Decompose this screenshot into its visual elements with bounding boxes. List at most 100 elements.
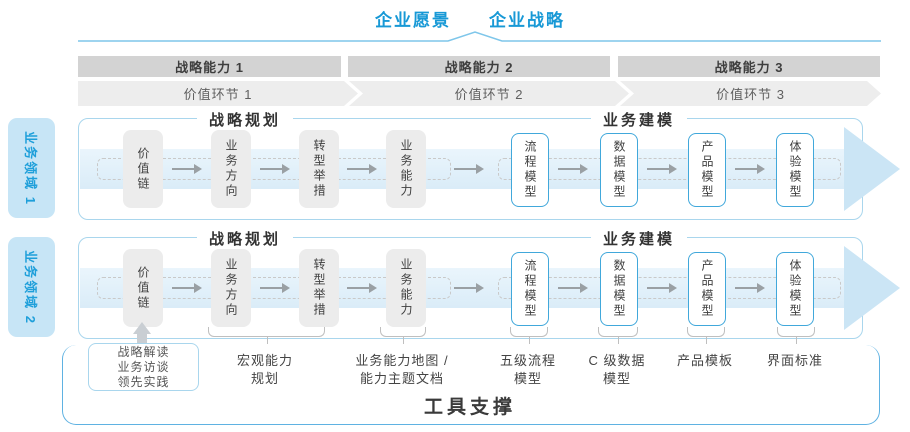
step-box-business-direction: 业务方向: [211, 249, 251, 327]
label-line: 规划: [250, 370, 279, 386]
flow-arrow-icon: [260, 283, 290, 293]
capability-bar-1: 战略能力 1: [78, 56, 341, 77]
bracket-icon: [208, 327, 325, 344]
flow-arrow-icon: [647, 164, 677, 174]
section-title-modeling: 业务建模: [591, 109, 688, 130]
deliverable-label-product-template: 产品模板: [635, 352, 775, 370]
step-box-transformation: 转型举措: [299, 130, 339, 208]
dashed-group-modeling: [498, 277, 841, 299]
dashed-group-planning: [97, 277, 451, 299]
step-label: 业务能力: [399, 258, 413, 318]
bracket-icon: [687, 327, 725, 344]
step-box-value-chain: 价值链: [123, 130, 163, 208]
model-box-data: 数据模型: [600, 252, 638, 326]
flow-arrow-icon: [558, 283, 588, 293]
label-line: 业务能力地图 /: [355, 353, 449, 368]
dashed-group-planning: [97, 158, 451, 180]
model-box-experience: 体验模型: [776, 252, 814, 326]
label-line: 模型: [513, 370, 542, 386]
flow-arrow-icon: [347, 283, 377, 293]
model-box-product: 产品模型: [688, 133, 726, 207]
flow-arrow-icon: [347, 164, 377, 174]
domain-tab-1: 业务领域 1: [8, 118, 55, 218]
model-label: 数据模型: [612, 259, 626, 319]
step-box-business-capability: 业务能力: [386, 130, 426, 208]
domain-tab-1-label: 业务领域 1: [23, 130, 38, 206]
flow-arrow-icon: [735, 283, 765, 293]
value-chain-chevron-1: 价值环节 1: [78, 81, 358, 106]
section-title-modeling: 业务建模: [591, 228, 688, 249]
step-label: 业务能力: [399, 139, 413, 199]
inputs-line: 领先实践: [117, 374, 170, 389]
deliverable-label-macro-capability: 宏观能力 规划: [195, 352, 335, 387]
capability-bar-2: 战略能力 2: [348, 56, 610, 77]
tool-support-container: [62, 345, 880, 425]
bracket-icon: [598, 327, 638, 344]
flow-arrow-icon: [172, 164, 202, 174]
bracket-icon: [510, 327, 548, 344]
domain-tab-2: 业务领域 2: [8, 237, 55, 337]
big-arrow-icon: [844, 246, 900, 330]
model-box-process: 流程模型: [511, 252, 549, 326]
model-label: 产品模型: [700, 259, 714, 319]
connector-line: [78, 31, 881, 42]
up-arrow-icon: [137, 333, 147, 343]
model-box-process: 流程模型: [511, 133, 549, 207]
label-line: 能力主题文档: [359, 370, 444, 386]
inputs-line: 业务访谈: [117, 359, 170, 374]
strategy-title: 企业战略: [489, 10, 565, 30]
step-box-value-chain: 价值链: [123, 249, 163, 327]
flow-arrow-icon: [172, 283, 202, 293]
step-label: 业务方向: [224, 139, 238, 199]
tool-support-title: 工具支撑: [423, 397, 516, 418]
flow-arrow-icon: [454, 283, 484, 293]
flow-arrow-icon: [735, 164, 765, 174]
model-label: 流程模型: [523, 259, 537, 319]
deliverable-label-capability-map: 业务能力地图 / 能力主题文档: [332, 352, 472, 387]
section-title-planning: 战略规划: [197, 109, 294, 130]
flow-arrow-icon: [558, 164, 588, 174]
up-arrow-icon: [133, 322, 151, 334]
flow-arrow-icon: [454, 164, 484, 174]
big-arrow-icon: [844, 127, 900, 211]
model-box-data: 数据模型: [600, 133, 638, 207]
step-label: 转型举措: [312, 139, 326, 199]
value-chain-chevron-3: 价值环节 3: [620, 81, 881, 106]
model-label: 产品模型: [700, 140, 714, 200]
step-label: 价值链: [136, 265, 150, 311]
step-box-business-capability: 业务能力: [386, 249, 426, 327]
vision-title: 企业愿景: [375, 10, 451, 30]
deliverable-label-ui-standard: 界面标准: [725, 352, 865, 370]
deliverable-label-process-model: 五级流程 模型: [458, 352, 598, 387]
section-title-planning: 战略规划: [197, 228, 294, 249]
model-label: 体验模型: [788, 259, 802, 319]
step-box-transformation: 转型举措: [299, 249, 339, 327]
capability-bar-3: 战略能力 3: [618, 56, 880, 77]
label-line: 产品模板: [676, 353, 733, 368]
label-line: 宏观能力: [236, 353, 293, 368]
deliverable-label-data-model: C 级数据 模型: [547, 352, 687, 387]
domain-tab-2-label: 业务领域 2: [23, 249, 38, 325]
domain-row-1: 价值链 业务方向 转型举措 业务能力 流程模型 数据模型 产品模型 体验模型 战…: [78, 109, 900, 220]
label-line: 模型: [602, 370, 631, 386]
step-box-business-direction: 业务方向: [211, 130, 251, 208]
label-line: C 级数据: [588, 353, 646, 368]
step-label: 价值链: [136, 146, 150, 192]
model-box-product: 产品模型: [688, 252, 726, 326]
page-title: 企业愿景 企业战略: [30, 6, 910, 30]
domain-row-2: 价值链 业务方向 转型举措 业务能力 流程模型 数据模型 产品模型 体验模型 战…: [78, 228, 900, 339]
model-box-experience: 体验模型: [776, 133, 814, 207]
model-label: 数据模型: [612, 140, 626, 200]
dashed-group-modeling: [498, 158, 841, 180]
bracket-icon: [777, 327, 815, 344]
value-chain-chevron-2: 价值环节 2: [349, 81, 629, 106]
bracket-icon: [380, 327, 426, 344]
step-label: 转型举措: [312, 258, 326, 318]
flow-arrow-icon: [260, 164, 290, 174]
inputs-line: 战略解读: [117, 344, 170, 359]
flow-arrow-icon: [647, 283, 677, 293]
label-line: 五级流程: [499, 353, 556, 368]
step-label: 业务方向: [224, 258, 238, 318]
model-label: 流程模型: [523, 140, 537, 200]
